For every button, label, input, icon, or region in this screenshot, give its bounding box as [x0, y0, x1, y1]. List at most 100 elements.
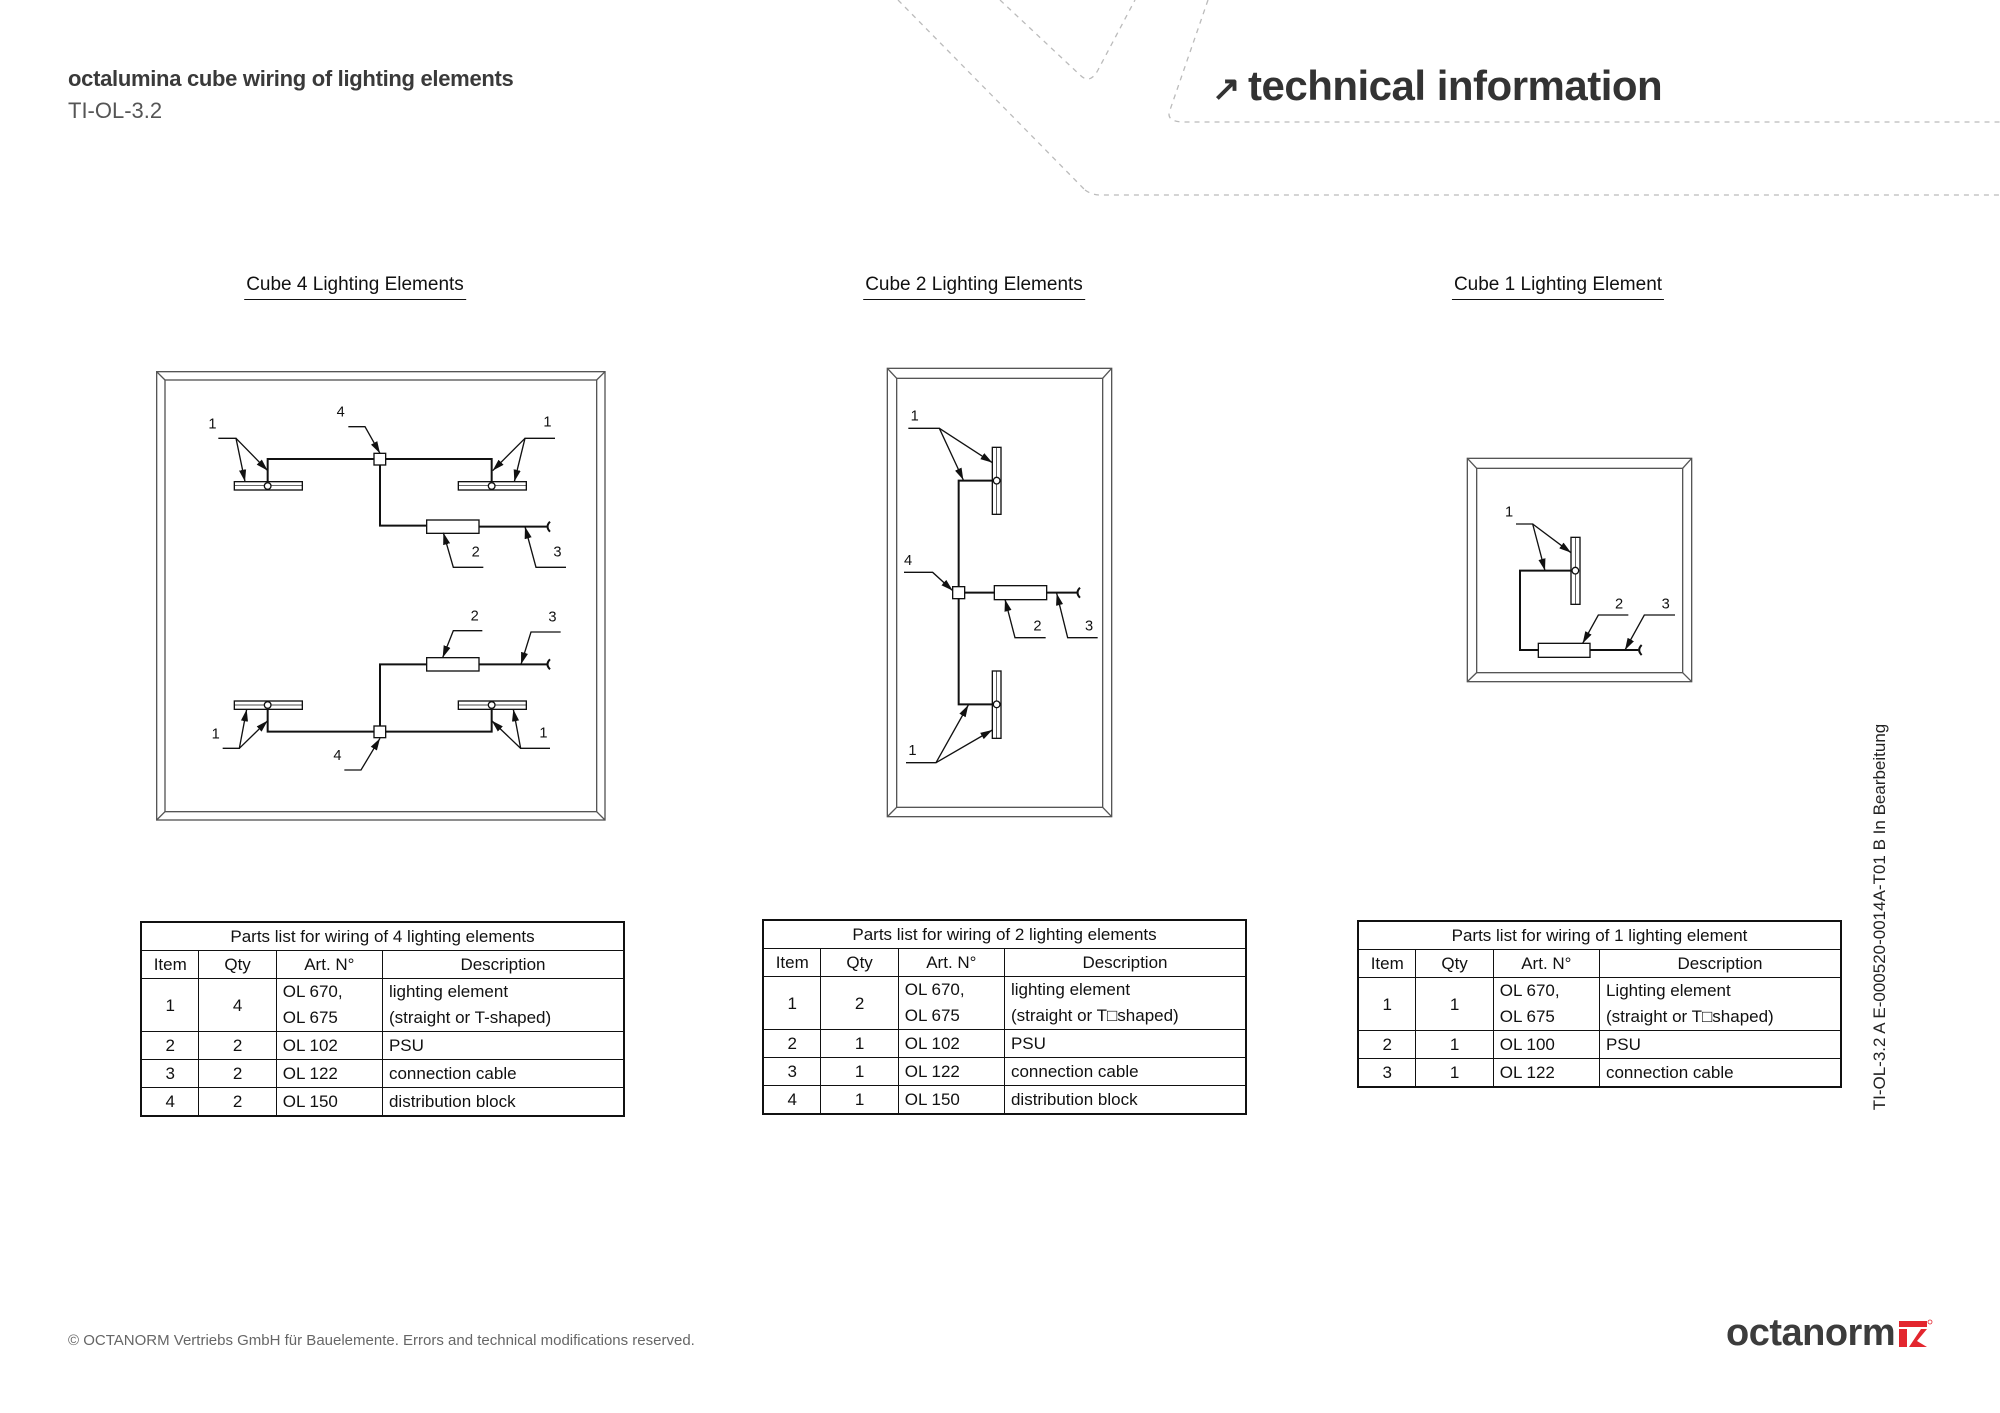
callout-label: 1 — [208, 416, 216, 432]
callout-label: 1 — [212, 726, 220, 742]
callout-label: 1 — [911, 409, 919, 425]
callout-label: 4 — [333, 748, 341, 764]
psu — [993, 585, 1048, 601]
column-header: Art. N° — [275, 950, 383, 979]
art-no-cell: OL 150 — [897, 1085, 1005, 1115]
qty-cell: 1 — [820, 1029, 899, 1058]
callout-label: 3 — [548, 610, 556, 626]
section-header: ↗technical information — [1212, 62, 1663, 110]
psu — [1537, 642, 1591, 658]
cube2-title: Cube 2 Lighting Elements — [863, 274, 1085, 300]
column-header: Art. N° — [897, 948, 1005, 977]
qty-cell: 1 — [1415, 1030, 1494, 1059]
qty-cell: 1 — [1415, 1058, 1494, 1088]
psu — [426, 519, 480, 534]
description-cell: PSU — [381, 1031, 625, 1060]
distribution-block — [373, 725, 387, 739]
document-code: TI-OL-3.2 — [68, 98, 163, 123]
callout-label: 1 — [543, 415, 551, 431]
column-header: Qty — [1415, 949, 1494, 978]
description-cell: connection cable — [1598, 1058, 1842, 1088]
callout-label: 1 — [539, 725, 547, 741]
column-header: Description — [1598, 949, 1842, 978]
qty-cell: 4 — [198, 978, 277, 1032]
item-cell: 4 — [140, 1087, 200, 1117]
cube1-wiring-diagram: 1 2 3 — [1466, 457, 1693, 683]
parts-list-table-4: Parts list for wiring of 4 lighting elem… — [140, 921, 625, 1117]
table-title: Parts list for wiring of 1 lighting elem… — [1357, 920, 1842, 950]
section-header-label: technical information — [1248, 62, 1663, 109]
description-cell: Lighting element (straight or T□shaped) — [1598, 977, 1842, 1031]
item-cell: 1 — [762, 976, 822, 1030]
description-cell: distribution block — [381, 1087, 625, 1117]
qty-cell: 1 — [1415, 977, 1494, 1031]
distribution-block — [952, 586, 966, 600]
qty-cell: 2 — [198, 1087, 277, 1117]
art-no-cell: OL 150 — [275, 1087, 383, 1117]
logo-text: octanorm — [1726, 1312, 1896, 1354]
column-header: Item — [762, 948, 822, 977]
callout-label: 2 — [471, 609, 479, 625]
octanorm-logo: octanorm — [1726, 1312, 1933, 1355]
cube4-title: Cube 4 Lighting Elements — [244, 274, 466, 300]
qty-cell: 2 — [198, 1059, 277, 1088]
art-no-cell: OL 100 — [1492, 1030, 1600, 1059]
description-cell: lighting element (straight or T-shaped) — [381, 978, 625, 1032]
table-title: Parts list for wiring of 2 lighting elem… — [762, 919, 1247, 949]
item-cell: 3 — [762, 1057, 822, 1086]
column-header: Qty — [820, 948, 899, 977]
art-no-cell: OL 102 — [897, 1029, 1005, 1058]
callout-label: 3 — [1085, 619, 1093, 635]
item-cell: 2 — [1357, 1030, 1417, 1059]
callout-label: 2 — [472, 545, 480, 561]
callout-label: 2 — [1033, 619, 1041, 635]
description-cell: connection cable — [1003, 1057, 1247, 1086]
item-cell: 1 — [1357, 977, 1417, 1031]
description-cell: lighting element (straight or T□shaped) — [1003, 976, 1247, 1030]
qty-cell: 1 — [820, 1085, 899, 1115]
art-no-cell: OL 122 — [1492, 1058, 1600, 1088]
qty-cell: 2 — [820, 976, 899, 1030]
art-no-cell: OL 670, OL 675 — [1492, 977, 1600, 1031]
callout-label: 3 — [1662, 596, 1670, 612]
item-cell: 2 — [762, 1029, 822, 1058]
copyright-footer: © OCTANORM Vertriebs GmbH für Bauelement… — [68, 1332, 695, 1349]
callout-label: 4 — [904, 553, 912, 569]
cube2-wiring-diagram: 1 4 2 3 1 — [886, 367, 1113, 818]
art-no-cell: OL 122 — [275, 1059, 383, 1088]
item-cell: 2 — [140, 1031, 200, 1060]
callout-label: 3 — [553, 545, 561, 561]
arrow-up-right-icon: ↗ — [1212, 70, 1241, 108]
cube1-title: Cube 1 Lighting Element — [1451, 274, 1665, 300]
description-cell: PSU — [1003, 1029, 1247, 1058]
parts-list-table-2: Parts list for wiring of 2 lighting elem… — [762, 919, 1247, 1115]
column-header: Item — [1357, 949, 1417, 978]
cube-frame — [1466, 457, 1693, 683]
description-cell: PSU — [1598, 1030, 1842, 1059]
item-cell: 1 — [140, 978, 200, 1032]
parts-list-table-1: Parts list for wiring of 1 lighting elem… — [1357, 920, 1842, 1088]
column-header: Qty — [198, 950, 277, 979]
art-no-cell: OL 122 — [897, 1057, 1005, 1086]
description-cell: connection cable — [381, 1059, 625, 1088]
document-reference-code: TI-OL-3.2 A E-000520-0014A-T01 B In Bear… — [1870, 723, 1889, 1111]
qty-cell: 2 — [198, 1031, 277, 1060]
column-header: Description — [1003, 948, 1247, 977]
art-no-cell: OL 102 — [275, 1031, 383, 1060]
column-header: Description — [381, 950, 625, 979]
callout-label: 4 — [337, 405, 345, 421]
art-no-cell: OL 670, OL 675 — [897, 976, 1005, 1030]
item-cell: 3 — [1357, 1058, 1417, 1088]
cube4-wiring-diagram: 1 4 1 2 3 2 3 1 4 1 — [156, 370, 606, 821]
distribution-block — [373, 452, 387, 466]
callout-label: 1 — [908, 743, 916, 759]
callout-label: 2 — [1615, 596, 1623, 612]
